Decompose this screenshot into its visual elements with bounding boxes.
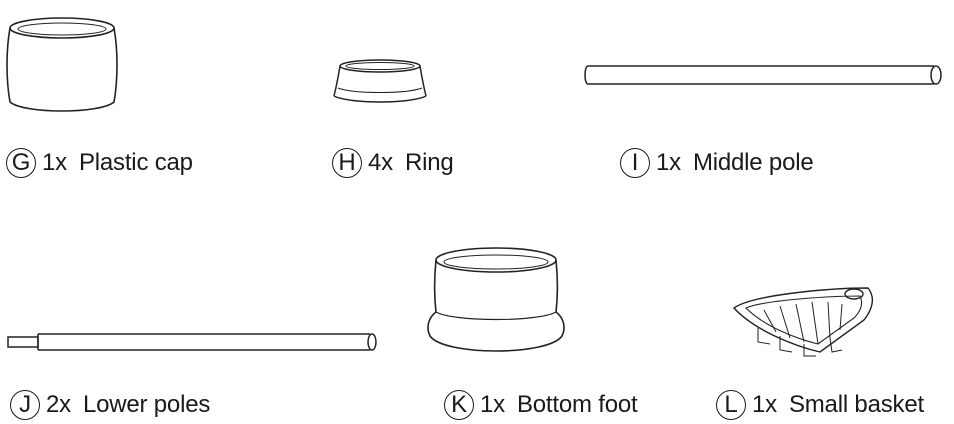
part-name: Middle pole [692, 149, 814, 176]
ring-icon [330, 56, 430, 112]
bottom-foot-icon [424, 240, 574, 370]
middle-pole-icon [582, 62, 946, 90]
part-label-i: I 1x Middle pole [620, 148, 814, 178]
part-name: Plastic cap [78, 149, 193, 176]
small-basket-icon [724, 280, 884, 360]
part-quantity: 4x [368, 149, 393, 176]
part-name: Lower poles [82, 391, 211, 418]
part-quantity: 2x [46, 391, 71, 418]
part-letter-badge: I [620, 148, 650, 178]
part-letter-badge: K [444, 390, 474, 420]
lower-poles-icon [6, 330, 380, 354]
part-quantity: 1x [480, 391, 505, 418]
part-letter-badge: G [6, 148, 36, 178]
part-quantity: 1x [42, 149, 67, 176]
part-label-g: G 1x Plastic cap [6, 148, 193, 178]
part-label-k: K 1x Bottom foot [444, 390, 638, 420]
part-name: Bottom foot [516, 391, 638, 418]
part-quantity: 1x [656, 149, 681, 176]
part-letter-badge: J [10, 390, 40, 420]
part-name: Ring [404, 149, 454, 176]
part-name: Small basket [788, 391, 924, 418]
part-letter-badge: L [716, 390, 746, 420]
part-letter-badge: H [332, 148, 362, 178]
part-quantity: 1x [752, 391, 777, 418]
part-label-j: J 2x Lower poles [10, 390, 210, 420]
part-label-h: H 4x Ring [332, 148, 454, 178]
part-label-l: L 1x Small basket [716, 390, 924, 420]
plastic-cap-icon [4, 10, 124, 120]
